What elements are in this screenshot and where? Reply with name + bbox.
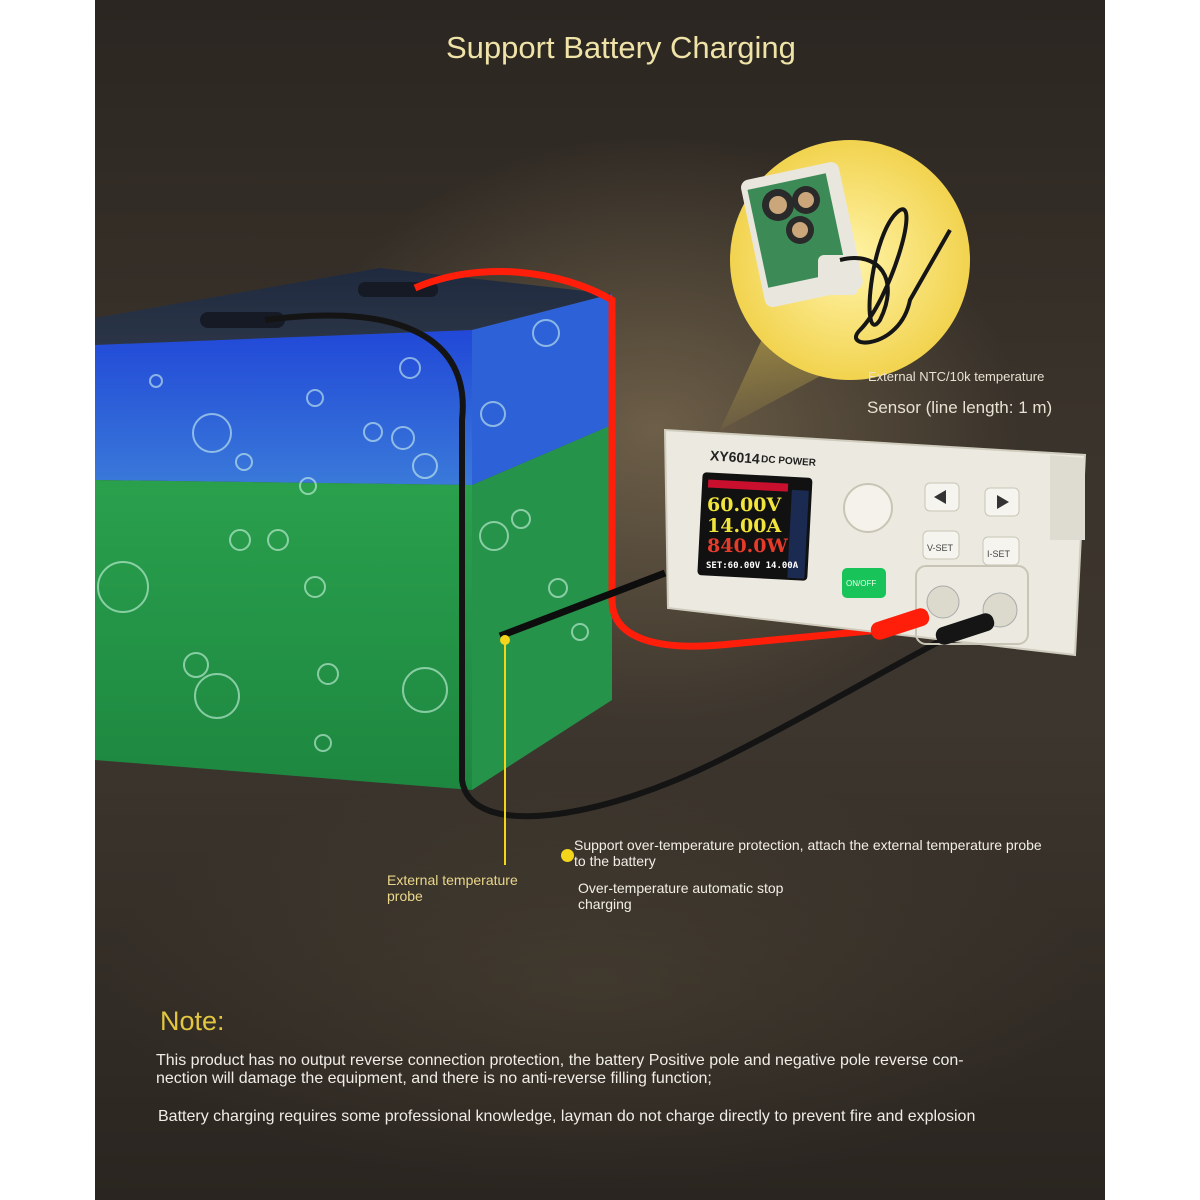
lcd-screen <box>697 472 813 581</box>
warning-line1: This product has no output reverse conne… <box>156 1052 964 1069</box>
battery-side-green <box>472 425 612 790</box>
probe-caption-line1: External temperature <box>387 872 518 888</box>
red-positive-wire <box>413 267 881 650</box>
positive-binding-post <box>926 585 960 619</box>
stop-caption-line1: Over-temperature automatic stop <box>578 880 784 896</box>
probe-callout-dot <box>500 635 510 645</box>
battery-front-green <box>95 480 472 790</box>
sensor-caption-line1: External NTC/10k temperature <box>868 369 1045 384</box>
warning-line2: nection will damage the equipment, and t… <box>156 1070 712 1087</box>
battery-terminal-negative <box>200 312 285 328</box>
probe-caption-line2: probe <box>387 888 423 904</box>
page-title: Support Battery Charging <box>446 30 796 65</box>
stop-caption-line2: charging <box>578 896 632 912</box>
protection-caption-line1: Support over-temperature protection, att… <box>574 837 1042 853</box>
scene-illustration <box>95 140 1087 865</box>
protection-caption-line2: to the battery <box>574 853 656 869</box>
adjust-knob <box>843 483 893 533</box>
iset-button-label: I-SET <box>987 549 1011 559</box>
vset-button <box>922 530 960 560</box>
pcb-module-image <box>741 162 863 308</box>
lcd-voltage-readout: 60.00V <box>707 494 782 516</box>
note-heading: Note: <box>160 1006 225 1036</box>
sensor-caption-line2: Sensor (line length: 1 m) <box>867 398 1053 417</box>
battery-front-blue <box>95 330 472 485</box>
warning-line3: Battery charging requires some professio… <box>158 1108 976 1125</box>
onoff-button-label: ON/OFF <box>846 579 877 588</box>
onoff-button <box>842 568 886 598</box>
protection-callout-dot <box>561 849 574 862</box>
lcd-power-readout: 840.0W <box>707 535 788 557</box>
black-negative-wire <box>264 312 1002 820</box>
lcd-current-readout: 14.00A <box>707 515 782 537</box>
temperature-probe-rod <box>498 569 667 640</box>
battery-side-blue <box>472 294 612 485</box>
vset-button-label: V-SET <box>927 543 954 553</box>
ntc-sensor-cable <box>839 207 952 345</box>
bubbles <box>97 319 589 752</box>
device-model-label: XY6014 <box>709 447 761 467</box>
lcd-set-readout: SET:60.00V 14.00A <box>706 561 799 571</box>
product-scene <box>95 0 1105 1200</box>
